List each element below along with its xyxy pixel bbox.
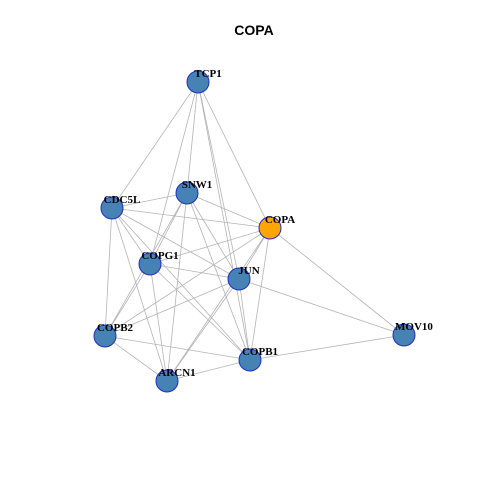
edge-snw1-copb1 [186,192,251,361]
node-cdc5l [100,196,124,220]
edge-cdc5l-copb2 [104,207,113,337]
edge-copg1-jun [149,263,240,280]
node-label-cdc5l: CDC5L [104,194,141,206]
node-label-mov10: MOV10 [395,321,433,333]
edge-jun-copb1 [238,278,251,361]
node-copb2 [93,324,117,348]
node-tcp1 [186,70,210,94]
edge-copg1-copb2 [104,263,151,337]
edge-copa-copb2 [104,227,271,337]
edge-tcp1-copa [197,81,271,229]
edge-copa-mov10 [269,227,405,336]
node-copb1 [238,348,262,372]
edge-snw1-arcn1 [166,192,188,382]
node-jun [227,267,251,291]
edge-snw1-jun [186,192,240,280]
edge-cdc5l-arcn1 [111,207,168,382]
edge-jun-mov10 [238,278,405,336]
node-mov10 [392,323,416,347]
edge-copg1-arcn1 [149,263,168,382]
edge-snw1-copg1 [149,192,188,265]
node-label-jun: JUN [238,265,259,277]
node-label-copb1: COPB1 [242,346,278,358]
node-copg1 [138,252,162,276]
node-label-tcp1: TCP1 [194,68,222,80]
edge-copa-arcn1 [166,227,271,382]
node-arcn1 [155,369,179,393]
edge-copb2-arcn1 [104,335,168,382]
edge-tcp1-cdc5l [111,81,199,209]
edge-tcp1-snw1 [186,81,199,194]
edge-snw1-copa [186,192,271,229]
node-label-copa: COPA [265,214,295,226]
edge-tcp1-copg1 [149,81,199,265]
edge-jun-arcn1 [166,278,240,382]
node-label-copg1: COPG1 [141,250,178,262]
node-label-copb2: COPB2 [97,322,134,334]
edge-tcp1-jun [197,81,240,280]
node-copa [258,216,282,240]
graph-title: COPA [234,22,273,38]
edge-copa-copb1 [249,227,271,361]
edge-copg1-copb1 [149,263,251,361]
edge-arcn1-copb1 [166,359,251,382]
edge-tcp1-copb1 [197,81,251,361]
edge-cdc5l-copa [111,207,271,229]
node-snw1 [175,181,199,205]
node-layer [93,70,416,393]
node-label-snw1: SNW1 [182,179,213,191]
edge-copa-copg1 [149,227,271,265]
edge-jun-copb2 [104,278,240,337]
edge-copb1-mov10 [249,334,405,361]
edge-layer [104,81,405,382]
edge-cdc5l-snw1 [111,192,188,209]
edge-cdc5l-jun [111,207,240,280]
node-label-arcn1: ARCN1 [158,367,195,379]
edge-cdc5l-copb1 [111,207,251,361]
edge-copb2-copb1 [104,335,251,361]
